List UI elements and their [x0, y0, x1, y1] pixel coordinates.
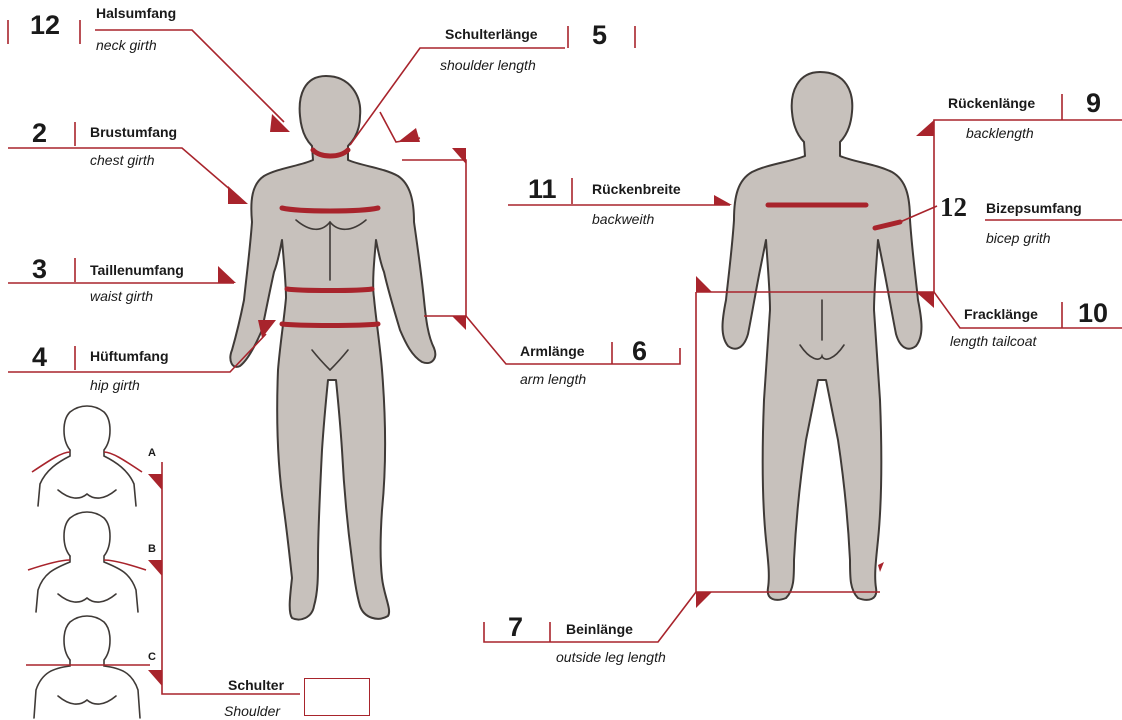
- waist-girth-label-en: waist girth: [90, 289, 153, 303]
- hip-girth-number: 4: [32, 344, 47, 371]
- hip-girth-label-en: hip girth: [90, 378, 140, 392]
- bicep-girth-number: 12: [940, 194, 967, 221]
- shoulder-type-a: [32, 406, 142, 506]
- chest-girth-number: 2: [32, 120, 47, 147]
- back-width-number: 11: [528, 176, 557, 203]
- bicep-girth-label-en: bicep grith: [986, 231, 1051, 245]
- shoulder-length-label-en: shoulder length: [440, 58, 536, 72]
- chest-girth-label-en: chest girth: [90, 153, 155, 167]
- back-length-label-de: Rückenlänge: [948, 96, 1035, 110]
- shoulder-label-en: Shoulder: [224, 704, 280, 718]
- leg-length-label-de: Beinlänge: [566, 622, 633, 636]
- shoulder-length-label-de: Schulterlänge: [445, 27, 538, 41]
- shoulder-option-c: C: [148, 652, 156, 663]
- chest-girth-label-de: Brustumfang: [90, 125, 177, 139]
- waist-girth-number: 3: [32, 256, 47, 283]
- back-length-label-en: backlength: [966, 126, 1034, 140]
- shoulder-type-bracket: [162, 462, 300, 694]
- shoulder-option-a: A: [148, 448, 156, 459]
- waist-girth-label-de: Taillenumfang: [90, 263, 184, 277]
- neck-girth-label-de: Halsumfang: [96, 6, 176, 20]
- tailcoat-length-label-de: Fracklänge: [964, 307, 1038, 321]
- tailcoat-length-number: 10: [1078, 300, 1108, 327]
- shoulder-option-b: B: [148, 544, 156, 555]
- back-figure: [723, 72, 922, 600]
- shoulder-length-number: 5: [592, 22, 607, 49]
- neck-girth-number: 12: [30, 12, 60, 39]
- bicep-girth-label-de: Bizepsumfang: [986, 201, 1082, 215]
- arm-length-label-en: arm length: [520, 372, 586, 386]
- back-width-label-en: backweith: [592, 212, 654, 226]
- leg-length-number: 7: [508, 614, 523, 641]
- shoulder-label-de: Schulter: [228, 678, 284, 692]
- hip-girth-label-de: Hüftumfang: [90, 349, 169, 363]
- arm-length-label-de: Armlänge: [520, 344, 585, 358]
- back-length-number: 9: [1086, 90, 1101, 117]
- hip-band: [282, 324, 378, 326]
- tailcoat-length-label-en: length tailcoat: [950, 334, 1036, 348]
- neck-girth-label-en: neck girth: [96, 38, 157, 52]
- arm-length-number: 6: [632, 338, 647, 365]
- shoulder-type-b: [28, 512, 146, 612]
- shoulder-type-c: [26, 616, 150, 718]
- waist-band: [287, 289, 372, 291]
- shoulder-type-input-box[interactable]: [304, 678, 370, 716]
- leg-length-label-en: outside leg length: [556, 650, 666, 664]
- back-width-label-de: Rückenbreite: [592, 182, 681, 196]
